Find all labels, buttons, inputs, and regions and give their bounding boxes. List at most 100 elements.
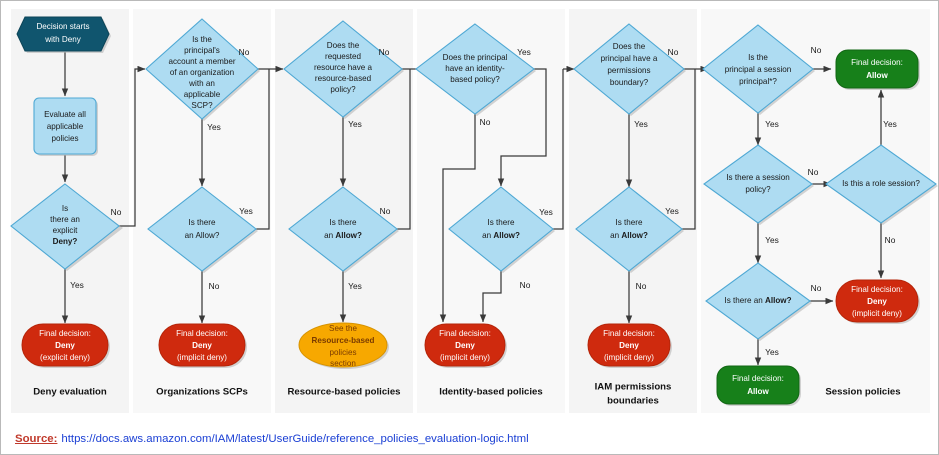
node-sp-role-session-decision[interactable]: Is this a role session? [825,144,938,225]
node-scp-member-line-2: account a member [168,57,235,66]
node-scp-member-decision[interactable]: Is the principal's account a member of a… [145,18,260,121]
node-sp-deny-line-1: Deny [867,297,887,306]
edge-label-pb-allow-no: No [636,281,647,291]
edge-label-scp-member-no: No [239,47,250,57]
node-explicit-line-2: explicit [53,226,78,235]
node-scp-member-line-0: Is the [192,35,212,44]
node-sp-allow-bottom-line-0: Final decision: [732,374,784,383]
node-ibp-has-line-0: Does the principal [443,53,508,62]
node-pb-deny-line-1: Deny [619,341,639,350]
node-ibp-allow-line-1: an Allow? [482,231,520,240]
node-sp-principal-line-1: principal a session [725,65,792,74]
edge-label-explicit-yes: Yes [70,280,84,290]
node-ibp-deny-line-2: (implicit deny) [440,353,490,362]
node-sp-principal-line-2: principal*? [739,77,777,86]
node-ibp-has-line-1: have an identity- [445,64,505,73]
lane-title-identity-based-policies: Identity-based policies [439,387,542,398]
node-deny-explicit-line-0: Final decision: [39,329,91,338]
node-sp-session-principal-decision[interactable]: Is the principal a session principal*? [702,24,815,115]
node-rbp-ref-line-1: Resource-based [312,336,375,345]
node-scp-member-line-5: applicable [184,90,221,99]
node-sp-deny-line-0: Final decision: [851,285,903,294]
edge-ibp-has-yes-to-allow [497,68,547,187]
lane-title-resource-based-policies: Resource-based policies [287,387,400,398]
edges [61,52,885,366]
node-sp-allow-q-decision[interactable]: Is there an Allow? [705,262,812,341]
node-rbp-allow-decision[interactable]: Is there an Allow? [288,186,399,273]
edge-label-rbp-allow-yes: Yes [348,281,362,291]
node-rbp-ref-line-2: policies [330,348,357,357]
node-rbp-allow-line-0: Is there [330,218,357,227]
node-sp-has-line-0: Is there a session [726,173,789,182]
node-rbp-has-policy-decision[interactable]: Does the requested resource have a resou… [283,20,404,119]
node-scp-member-line-6: SCP? [191,101,213,110]
node-explicit-line-0: Is [62,204,68,213]
node-pb-has-line-0: Does the [613,42,646,51]
node-rbp-ref-line-3: section [330,359,356,368]
node-sp-allow-top[interactable]: Final decision: Allow [835,49,920,90]
node-pb-allow-line-0: Is there [616,218,643,227]
source-label: Source: [15,432,58,445]
source-bar: Source: https://docs.aws.amazon.com/IAM/… [1,421,938,454]
node-evaluate-line-2: policies [52,134,79,143]
node-sp-has-policy-decision[interactable]: Is there a session policy? [703,144,814,225]
edge-label-ibp-allow-no: No [520,280,531,290]
edge-label-ibp-has-yes: Yes [517,47,531,57]
node-ibp-has-policy-decision[interactable]: Does the principal have an identity- bas… [415,23,536,116]
edge-label-sp-allowq-no: No [811,283,822,293]
node-pb-deny-line-0: Final decision: [603,329,655,338]
node-rbp-allow-line-1: an Allow? [324,231,362,240]
node-scp-allow-line-1-text: an Allow? [185,231,220,240]
node-sp-allow-top-line-1: Allow [866,71,888,80]
edge-label-ibp-has-no: No [480,117,491,127]
node-ibp-allow-decision[interactable]: Is there an Allow? [448,186,555,273]
flowchart-svg: Decision starts with Deny Evaluate all a… [10,9,938,413]
node-sp-deny-line-2: (implicit deny) [852,309,902,318]
node-deny-explicit-line-1: Deny [55,341,75,350]
edge-pb-allow-yes-to-sp [682,69,696,230]
node-rbp-has-line-2: resource have a [314,63,373,72]
node-pb-deny-line-2: (implicit deny) [604,353,654,362]
node-explicit-line-1: there an [50,215,80,224]
node-ibp-deny-line-0: Final decision: [439,329,491,338]
edge-scp-allow-yes-to-rbp [256,69,270,230]
node-rbp-see-section[interactable]: See the Resource-based policies section [298,322,389,369]
node-pb-has-line-2: permissions [607,66,650,75]
node-scp-deny-line-2: (implicit deny) [177,353,227,362]
source-url[interactable]: https://docs.aws.amazon.com/IAM/latest/U… [61,432,529,445]
node-scp-deny[interactable]: Final decision: Deny (implicit deny) [158,323,247,368]
node-deny-explicit-line-2: (explicit deny) [40,353,90,362]
node-evaluate-line-0: Evaluate all [44,110,86,119]
node-explicit-deny-decision[interactable]: Is there an explicit Deny? [10,183,123,271]
node-scp-deny-line-0: Final decision: [176,329,228,338]
node-deny-explicit[interactable]: Final decision: Deny (explicit deny) [21,323,110,368]
node-scp-member-line-4: with an [188,79,215,88]
node-pb-allow-line-1: an Allow? [610,231,648,240]
node-sp-allow-top-line-0: Final decision: [851,58,903,67]
edge-label-sp-has-no: No [808,167,819,177]
node-rbp-has-line-0: Does the [327,41,360,50]
node-start-line-1: with Deny [44,35,81,44]
node-sp-allowq-line-0: Is there an Allow? [724,296,791,305]
node-start[interactable]: Decision starts with Deny [16,16,111,53]
node-ibp-deny[interactable]: Final decision: Deny (implicit deny) [424,323,507,368]
edge-ibp-allow-yes-to-pb [553,69,564,230]
node-sp-allow-bottom-line-1: Allow [747,387,769,396]
lane-title-deny-evaluation: Deny evaluation [33,387,107,398]
node-scp-member-line-3: of an organization [170,68,234,77]
node-scp-deny-line-1: Deny [192,341,212,350]
node-scp-member-line-1: principal's [184,46,220,55]
node-ibp-deny-line-1: Deny [455,341,475,350]
node-pb-allow-decision[interactable]: Is there an Allow? [575,186,684,273]
node-sp-deny[interactable]: Final decision: Deny (implicit deny) [835,279,920,324]
node-evaluate-all-policies[interactable]: Evaluate all applicable policies [33,97,98,156]
node-pb-deny[interactable]: Final decision: Deny (implicit deny) [587,323,672,368]
node-pb-has-line-3: boundary? [610,78,649,87]
node-scp-allow-decision[interactable]: Is there an Allow? [147,186,258,273]
lane-title-iam-permissions-line-0: IAM permissions [595,382,672,393]
node-sp-allow-bottom[interactable]: Final decision: Allow [716,365,801,406]
node-start-line-0: Decision starts [36,22,89,31]
edge-label-rbp-has-yes: Yes [348,119,362,129]
node-pb-has-boundary-decision[interactable]: Does the principal have a permissions bo… [573,23,686,116]
edge-label-pb-has-no: No [668,47,679,57]
